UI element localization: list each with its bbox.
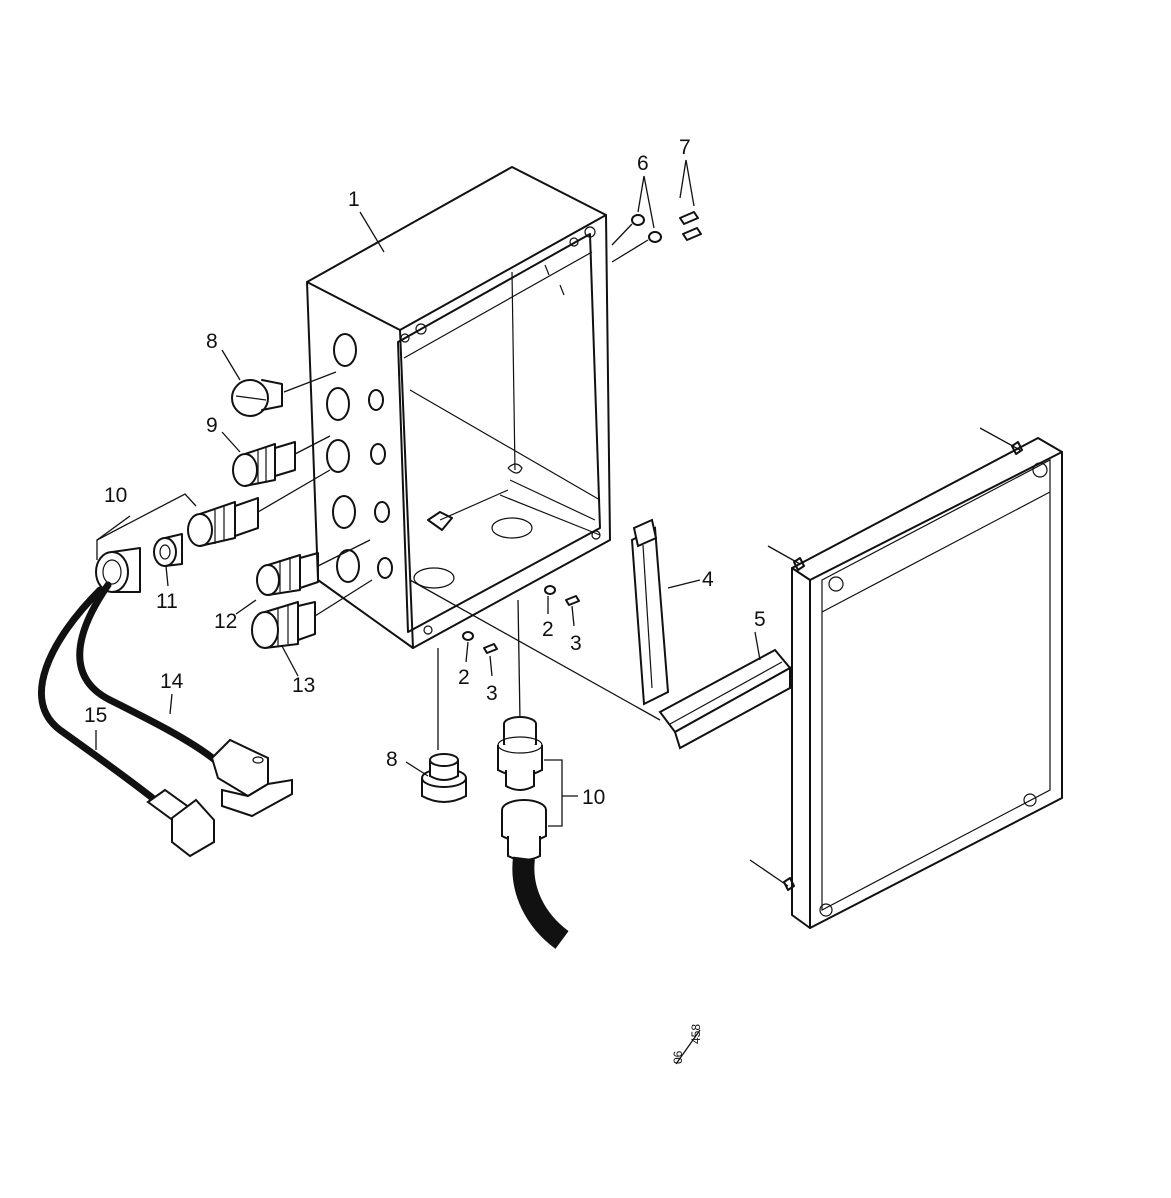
callout-8b: 8 [386,748,398,771]
callout-11: 11 [156,590,178,613]
callout-12: 12 [214,610,237,633]
plug-8-top [231,371,337,417]
screws-bottom [462,585,580,654]
callout-3a: 3 [570,632,582,655]
callout-3b: 3 [486,682,498,705]
callout-1: 1 [348,188,360,211]
cap-nut-10 [95,547,141,593]
terminal-block-4 [630,518,701,706]
callout-10a: 10 [104,484,127,507]
callout-5: 5 [754,608,766,631]
gland-12 [256,539,371,596]
drawing-code: 06 458 [671,1024,703,1065]
callout-8a: 8 [206,330,218,353]
drawing-code-slash [675,1029,701,1065]
insert-11 [153,533,183,567]
gland-9 [232,435,331,487]
callout-4: 4 [702,568,714,591]
terminal-block-5 [658,631,792,750]
cable-15 [38,586,215,858]
drawing-code-top: 06 [671,1050,685,1064]
callout-9: 9 [206,414,218,437]
gland-10-upper [187,469,331,547]
callout-labels: 1 2 2 3 3 4 5 6 7 8 8 9 10 10 11 12 13 1… [84,136,766,809]
plug-8-bottom [421,648,467,803]
enclosure-lid [749,427,1063,929]
bracket-10-left [96,493,197,560]
callout-10b: 10 [582,786,605,809]
cable-14 [76,581,293,818]
assembly-line-terminal [409,579,661,721]
drawing-code-bottom: 458 [689,1024,703,1044]
callout-14: 14 [160,670,184,693]
callout-2a: 2 [542,618,554,641]
gland-10-bottom [497,599,578,949]
callout-6: 6 [637,152,649,175]
callout-2b: 2 [458,666,470,689]
leader-lines [95,159,695,777]
callout-15: 15 [84,704,107,727]
enclosure-box [306,166,611,649]
callout-13: 13 [292,674,315,697]
callout-7: 7 [679,136,691,159]
screws-top-right [611,211,702,263]
gland-13 [251,579,373,649]
